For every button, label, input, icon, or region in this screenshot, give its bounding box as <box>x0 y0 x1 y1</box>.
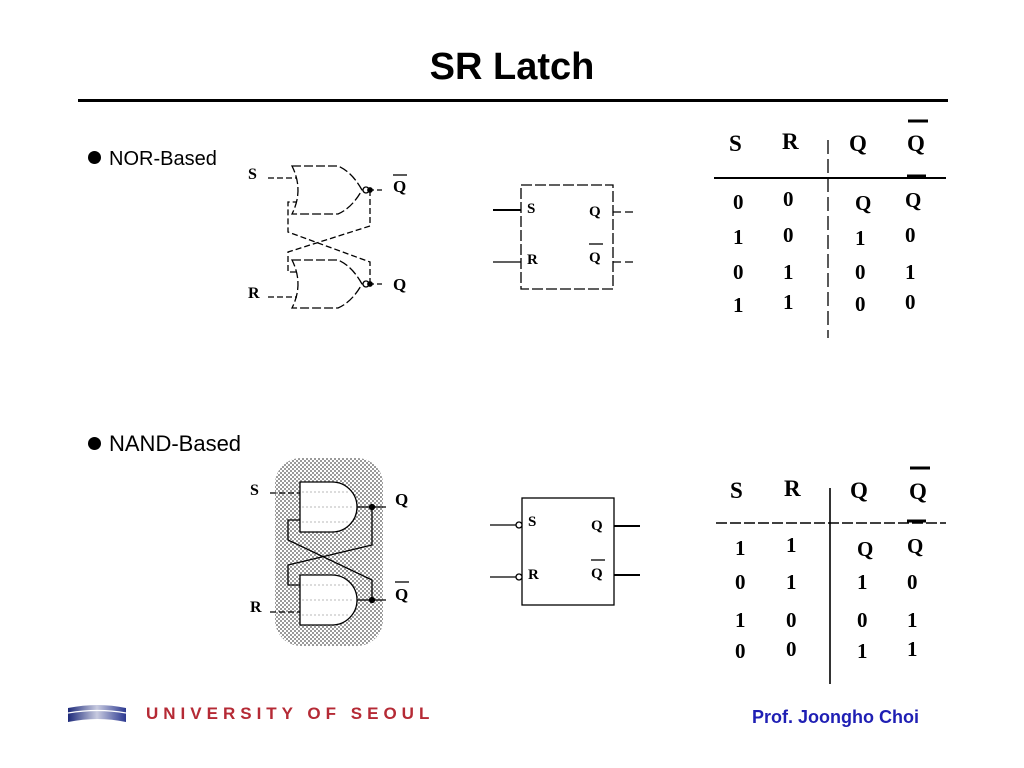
nand-latch-symbol <box>490 497 640 606</box>
nor-gate-bottom <box>290 259 363 309</box>
nor-table-cell: 0 <box>733 190 744 214</box>
nor-table-header-r: R <box>782 129 799 154</box>
nand-table-cell: 0 <box>786 637 797 661</box>
nor-truth-table: S R Q Q 0 0 Q Q 1 0 1 0 0 1 0 1 1 1 0 0 <box>714 119 946 338</box>
nand-table-header-q: Q <box>850 478 868 503</box>
nand-table-cell: 1 <box>735 608 746 632</box>
nor-symbol-r-label: R <box>527 252 538 268</box>
university-logo <box>68 705 127 722</box>
nor-symbol-s-label: S <box>527 201 535 217</box>
nor-table-cell: 1 <box>733 225 744 249</box>
nor-based-label: NOR-Based <box>109 148 217 170</box>
nor-table-cell: Q <box>905 188 921 212</box>
nor-table-cell: 1 <box>733 293 744 317</box>
slide-title: SR Latch <box>429 46 595 88</box>
nor-table-cell: 0 <box>783 223 794 247</box>
nand-symbol-q-label: Q <box>591 518 603 534</box>
footer-university: UNIVERSITY OF SEOUL <box>146 704 435 723</box>
nor-table-cell: 0 <box>905 290 916 314</box>
nand-table-header-qbar: Q <box>909 479 927 504</box>
nor-circuit-qbar-label: Q <box>393 177 406 196</box>
nor-symbol-qbar-label: Q <box>589 250 601 266</box>
nor-circuit-q-label: Q <box>393 275 406 294</box>
nor-table-cell: Q <box>855 191 871 215</box>
nor-symbol-q-label: Q <box>589 204 601 220</box>
nand-table-cell: 0 <box>907 570 918 594</box>
nor-circuit-r-label: R <box>248 285 260 302</box>
nand-table-cell: 1 <box>786 533 797 557</box>
nand-symbol-qbar-label: Q <box>591 566 603 582</box>
nand-latch-circuit <box>270 481 386 626</box>
nor-latch-circuit <box>268 165 385 309</box>
nand-symbol-s-label: S <box>528 514 536 530</box>
nand-table-header-r: R <box>784 476 801 501</box>
nand-circuit-qbar-label: Q <box>395 585 408 604</box>
nor-table-cell: 0 <box>855 260 866 284</box>
bullet-dot-icon <box>88 151 101 164</box>
nor-table-cell: 0 <box>783 187 794 211</box>
nor-table-header-q: Q <box>849 131 867 156</box>
nor-table-cell: 0 <box>733 260 744 284</box>
nand-based-label: NAND-Based <box>109 431 242 456</box>
bullet-nand-based: NAND-Based <box>88 431 241 457</box>
nand-table-cell: 1 <box>735 536 746 560</box>
nor-table-cell: 0 <box>905 223 916 247</box>
nand-table-cell: 0 <box>786 608 797 632</box>
nand-truth-table: S R Q Q 1 1 Q Q 0 1 1 0 1 0 0 1 0 0 1 1 <box>716 466 946 684</box>
nor-table-cell: 1 <box>783 260 794 284</box>
nand-gate-bottom <box>299 574 358 626</box>
nand-table-cell: 0 <box>857 608 868 632</box>
nand-table-cell: 1 <box>857 639 868 663</box>
nor-table-cell: 1 <box>905 260 916 284</box>
nand-table-cell: 0 <box>735 639 746 663</box>
nand-table-cell: Q <box>907 534 923 558</box>
nor-gate-top <box>290 165 363 215</box>
nand-circuit-s-label: S <box>250 482 259 499</box>
nor-latch-symbol <box>493 184 637 290</box>
nand-table-cell: 1 <box>786 570 797 594</box>
nand-circuit-q-label: Q <box>395 490 408 509</box>
footer-author: Prof. Joongho Choi <box>752 707 919 727</box>
nand-table-cell: 0 <box>735 570 746 594</box>
nand-symbol-r-label: R <box>528 567 539 583</box>
bullet-dot-icon <box>88 437 101 450</box>
bullet-nor-based: NOR-Based <box>88 148 217 171</box>
nor-table-cell: 1 <box>783 290 794 314</box>
title-divider <box>78 99 948 102</box>
nand-gate-top <box>299 481 358 533</box>
nand-table-cell: Q <box>857 537 873 561</box>
nand-table-cell: 1 <box>907 637 918 661</box>
nor-table-header-qbar: Q <box>907 131 925 156</box>
nand-table-cell: 1 <box>907 608 918 632</box>
nor-table-cell: 1 <box>855 226 866 250</box>
nand-circuit-r-label: R <box>250 599 262 616</box>
nand-table-header-s: S <box>730 478 743 503</box>
nand-table-cell: 1 <box>857 570 868 594</box>
nor-circuit-s-label: S <box>248 166 257 183</box>
nor-table-cell: 0 <box>855 292 866 316</box>
nor-table-header-s: S <box>729 131 742 156</box>
